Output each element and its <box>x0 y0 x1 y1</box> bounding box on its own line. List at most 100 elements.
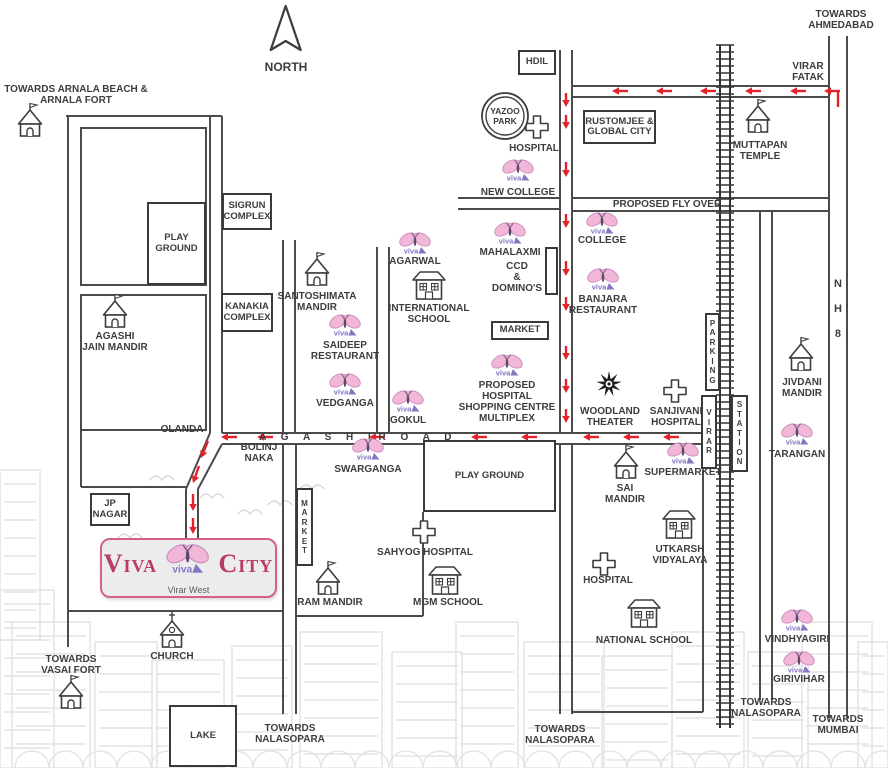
north-arrow-icon <box>269 4 303 52</box>
agashi-word-label: A G A S H I <box>259 432 377 443</box>
national-school-label: NATIONAL SCHOOL <box>595 635 693 646</box>
play-ground-2-box: PLAY GROUND <box>423 440 556 512</box>
north-compass: NORTH <box>264 4 308 74</box>
swarganga-label: SWARGANGA <box>334 464 402 475</box>
sigrun-complex-box: SIGRUN COMPLEX <box>222 193 272 230</box>
towards-nalasopara-west-label: TOWARDS NALASOPARA <box>255 723 325 745</box>
logo-word-city: City <box>218 548 274 578</box>
jivdani-mandir-label: JIVDANI MANDIR <box>782 377 822 399</box>
market-vertical-box: M A R K E T <box>296 488 313 566</box>
temple-icon-ram-mandir <box>313 560 343 596</box>
muttapan-temple-label: MUTTAPAN TEMPLE <box>732 140 788 162</box>
star-icon-woodland-theater <box>594 369 624 399</box>
cross-icon-sanjivani-hospital <box>662 378 688 404</box>
saideep-restaurant-label: SAIDEEP RESTAURANT <box>310 340 380 362</box>
towards-nalasopara-east-label: TOWARDS NALASOPARA <box>731 697 801 719</box>
church-label: CHURCH <box>150 651 194 662</box>
viva-city-logo: Viva viva City Virar West <box>100 538 277 598</box>
viva-butterfly-icon-saideep-restaurant: viva <box>326 314 364 341</box>
bolinj-naka-label: BOLINJ NAKA <box>240 442 278 464</box>
svg-text:viva: viva <box>334 388 349 397</box>
svg-text:viva: viva <box>672 457 687 466</box>
play-ground-1-box: PLAY GROUND <box>147 202 206 285</box>
utkarsh-vidyalaya-label: UTKARSH VIDYALAYA <box>652 544 708 566</box>
viva-butterfly-icon-supermarket: viva <box>664 442 702 469</box>
ram-mandir-label: RAM MANDIR <box>297 597 363 608</box>
viva-butterfly-icon-gokul: viva <box>389 390 427 417</box>
temple-icon-muttapan-temple <box>743 98 773 134</box>
temple-icon-jivdani-mandir <box>786 336 816 372</box>
ccd-dominos-label: CCD & DOMINO'S <box>491 261 543 294</box>
logo-word-viva: Viva <box>103 548 158 578</box>
santoshimata-mandir-label: SANTOSHIMATA MANDIR <box>277 291 357 313</box>
station-box: S T A T I O N <box>731 395 748 472</box>
temple-icon-agashi-jain-mandir <box>100 293 130 329</box>
lake-box: LAKE <box>169 705 237 767</box>
viva-butterfly-icon-mahalaxmi: viva <box>491 222 529 249</box>
viva-butterfly-icon-banjara-restaurant: viva <box>584 268 622 295</box>
viva-city-wordmark: Viva viva City <box>104 543 274 584</box>
gokul-label: GOKUL <box>389 415 427 426</box>
proposed-multiplex-label: PROPOSED HOSPITAL SHOPPING CENTRE MULTIP… <box>458 380 556 424</box>
svg-text:viva: viva <box>173 564 193 575</box>
viva-butterfly-icon-vindhyagiri: viva <box>778 609 816 636</box>
proposed-fly-over-label: PROPOSED FLY OVER <box>612 199 722 210</box>
temple-icon-santoshimata-mandir <box>302 251 332 287</box>
ccd-strip-box <box>545 247 558 295</box>
mahalaxmi-label: MAHALAXMI <box>479 247 541 258</box>
girivihar-label: GIRIVIHAR <box>773 674 825 685</box>
towards-nalasopara-center-label: TOWARDS NALASOPARA <box>525 724 595 746</box>
vedganga-label: VEDGANGA <box>316 398 374 409</box>
temple-icon-vasai-fort-temple <box>56 674 86 710</box>
svg-text:viva: viva <box>334 329 349 338</box>
towards-ahmedabad-label: TOWARDS AHMEDABAD <box>808 9 874 31</box>
viva-butterfly-icon-tarangan: viva <box>778 423 816 450</box>
temple-icon-sai-mandir <box>611 444 641 480</box>
school-icon-international-school <box>411 269 447 301</box>
viva-butterfly-icon-swarganga: viva <box>349 438 387 465</box>
viva-butterfly-logo-icon: viva <box>162 543 213 584</box>
virar-box: V I R A R <box>701 395 717 469</box>
international-school-label: INTERNATIONAL SCHOOL <box>388 303 470 325</box>
viva-butterfly-icon-new-college: viva <box>499 159 537 186</box>
cross-icon-sahyog-hospital <box>411 519 437 545</box>
towards-mumbai-label: TOWARDS MUMBAI <box>812 714 864 736</box>
mgm-school-label: MGM SCHOOL <box>413 597 483 608</box>
school-icon-national-school <box>626 597 662 629</box>
svg-text:viva: viva <box>507 174 522 183</box>
road-word-label: R O A D <box>378 432 458 443</box>
skyline-watermark <box>0 469 888 768</box>
vindhyagiri-label: VINDHYAGIRI <box>764 634 830 645</box>
svg-text:viva: viva <box>592 283 607 292</box>
svg-text:viva: viva <box>591 227 606 236</box>
market-central-box: MARKET <box>491 321 549 340</box>
kanakia-complex-box: KANAKIA COMPLEX <box>221 293 273 332</box>
school-icon-mgm-school <box>427 564 463 596</box>
svg-text:viva: viva <box>404 247 419 256</box>
svg-text:viva: viva <box>786 624 801 633</box>
temple-icon-arnala-temple <box>15 102 45 138</box>
svg-text:PARK: PARK <box>493 116 517 126</box>
parking-box: P A R K I N G <box>705 313 720 391</box>
nh8-label: N H 8 <box>834 278 842 340</box>
olanda-label: OLANDA <box>160 424 204 435</box>
svg-text:viva: viva <box>357 453 372 462</box>
agarwal-label: AGARWAL <box>389 256 441 267</box>
rustomjee-global-city-box: RUSTOMJEE & GLOBAL CITY <box>583 110 656 144</box>
new-college-label: NEW COLLEGE <box>480 187 556 198</box>
svg-text:viva: viva <box>496 369 511 378</box>
svg-text:YAZOO: YAZOO <box>490 106 520 116</box>
viva-butterfly-icon-girivihar: viva <box>780 651 818 678</box>
viva-butterfly-icon-college: viva <box>583 212 621 239</box>
hospital-bottom-label: HOSPITAL <box>583 575 633 586</box>
yazoo-icon-yazoo-park: YAZOO PARK <box>480 91 530 141</box>
north-label: NORTH <box>264 60 308 74</box>
hdil-box: HDIL <box>518 50 556 75</box>
jp-nagar-box: JP NAGAR <box>90 493 130 526</box>
svg-text:viva: viva <box>788 666 803 675</box>
sanjivani-hospital-label: SANJIVANI HOSPITAL <box>649 406 703 428</box>
sai-mandir-label: SAI MANDIR <box>605 483 645 505</box>
virar-fatak-label: VIRAR FATAK <box>792 61 824 83</box>
